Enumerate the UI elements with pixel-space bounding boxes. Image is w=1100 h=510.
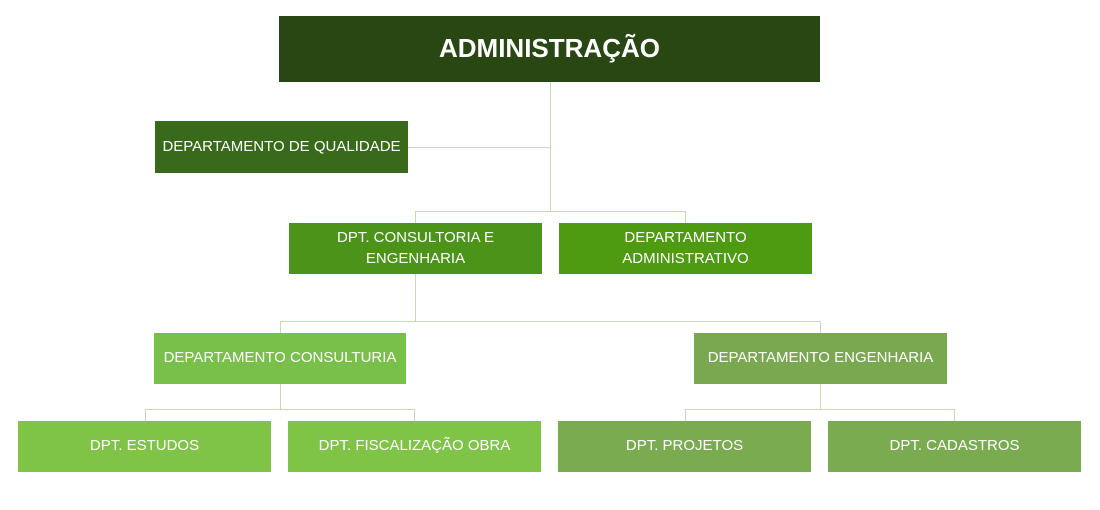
node-dpt-cadastros: DPT. CADASTROS bbox=[828, 421, 1081, 472]
node-dpt-consultoria-engenharia-label-line2: ENGENHARIA bbox=[365, 249, 466, 267]
node-departamento-qualidade: DEPARTAMENTO DE QUALIDADE bbox=[155, 121, 408, 173]
node-departamento-administrativo-label-line1: DEPARTAMENTO bbox=[624, 229, 747, 247]
node-departamento-administrativo: DEPARTAMENTO ADMINISTRATIVO bbox=[559, 223, 812, 274]
node-dpt-estudos-label: DPT. ESTUDOS bbox=[89, 437, 200, 455]
node-administracao: ADMINISTRAÇÃO bbox=[279, 16, 820, 82]
node-departamento-administrativo-label-line2: ADMINISTRATIVO bbox=[622, 249, 749, 267]
node-dpt-consultoria-engenharia: DPT. CONSULTORIA E ENGENHARIA bbox=[289, 223, 542, 274]
node-departamento-consulturia: DEPARTAMENTO CONSULTURIA bbox=[154, 333, 406, 384]
node-dpt-fiscalizacao-obra-label: DPT. FISCALIZAÇÃO OBRA bbox=[318, 437, 511, 455]
node-dpt-estudos: DPT. ESTUDOS bbox=[18, 421, 271, 472]
node-dpt-projetos: DPT. PROJETOS bbox=[558, 421, 811, 472]
node-dpt-fiscalizacao-obra: DPT. FISCALIZAÇÃO OBRA bbox=[288, 421, 541, 472]
node-dpt-projetos-label: DPT. PROJETOS bbox=[625, 437, 744, 455]
node-administracao-label: ADMINISTRAÇÃO bbox=[439, 33, 660, 64]
node-departamento-consulturia-label: DEPARTAMENTO CONSULTURIA bbox=[163, 349, 397, 367]
node-dpt-cadastros-label: DPT. CADASTROS bbox=[889, 437, 1020, 455]
node-departamento-engenharia: DEPARTAMENTO ENGENHARIA bbox=[694, 333, 947, 384]
node-departamento-qualidade-label: DEPARTAMENTO DE QUALIDADE bbox=[162, 137, 401, 155]
node-departamento-engenharia-label: DEPARTAMENTO ENGENHARIA bbox=[707, 349, 934, 367]
node-dpt-consultoria-engenharia-label-line1: DPT. CONSULTORIA E bbox=[337, 229, 494, 247]
